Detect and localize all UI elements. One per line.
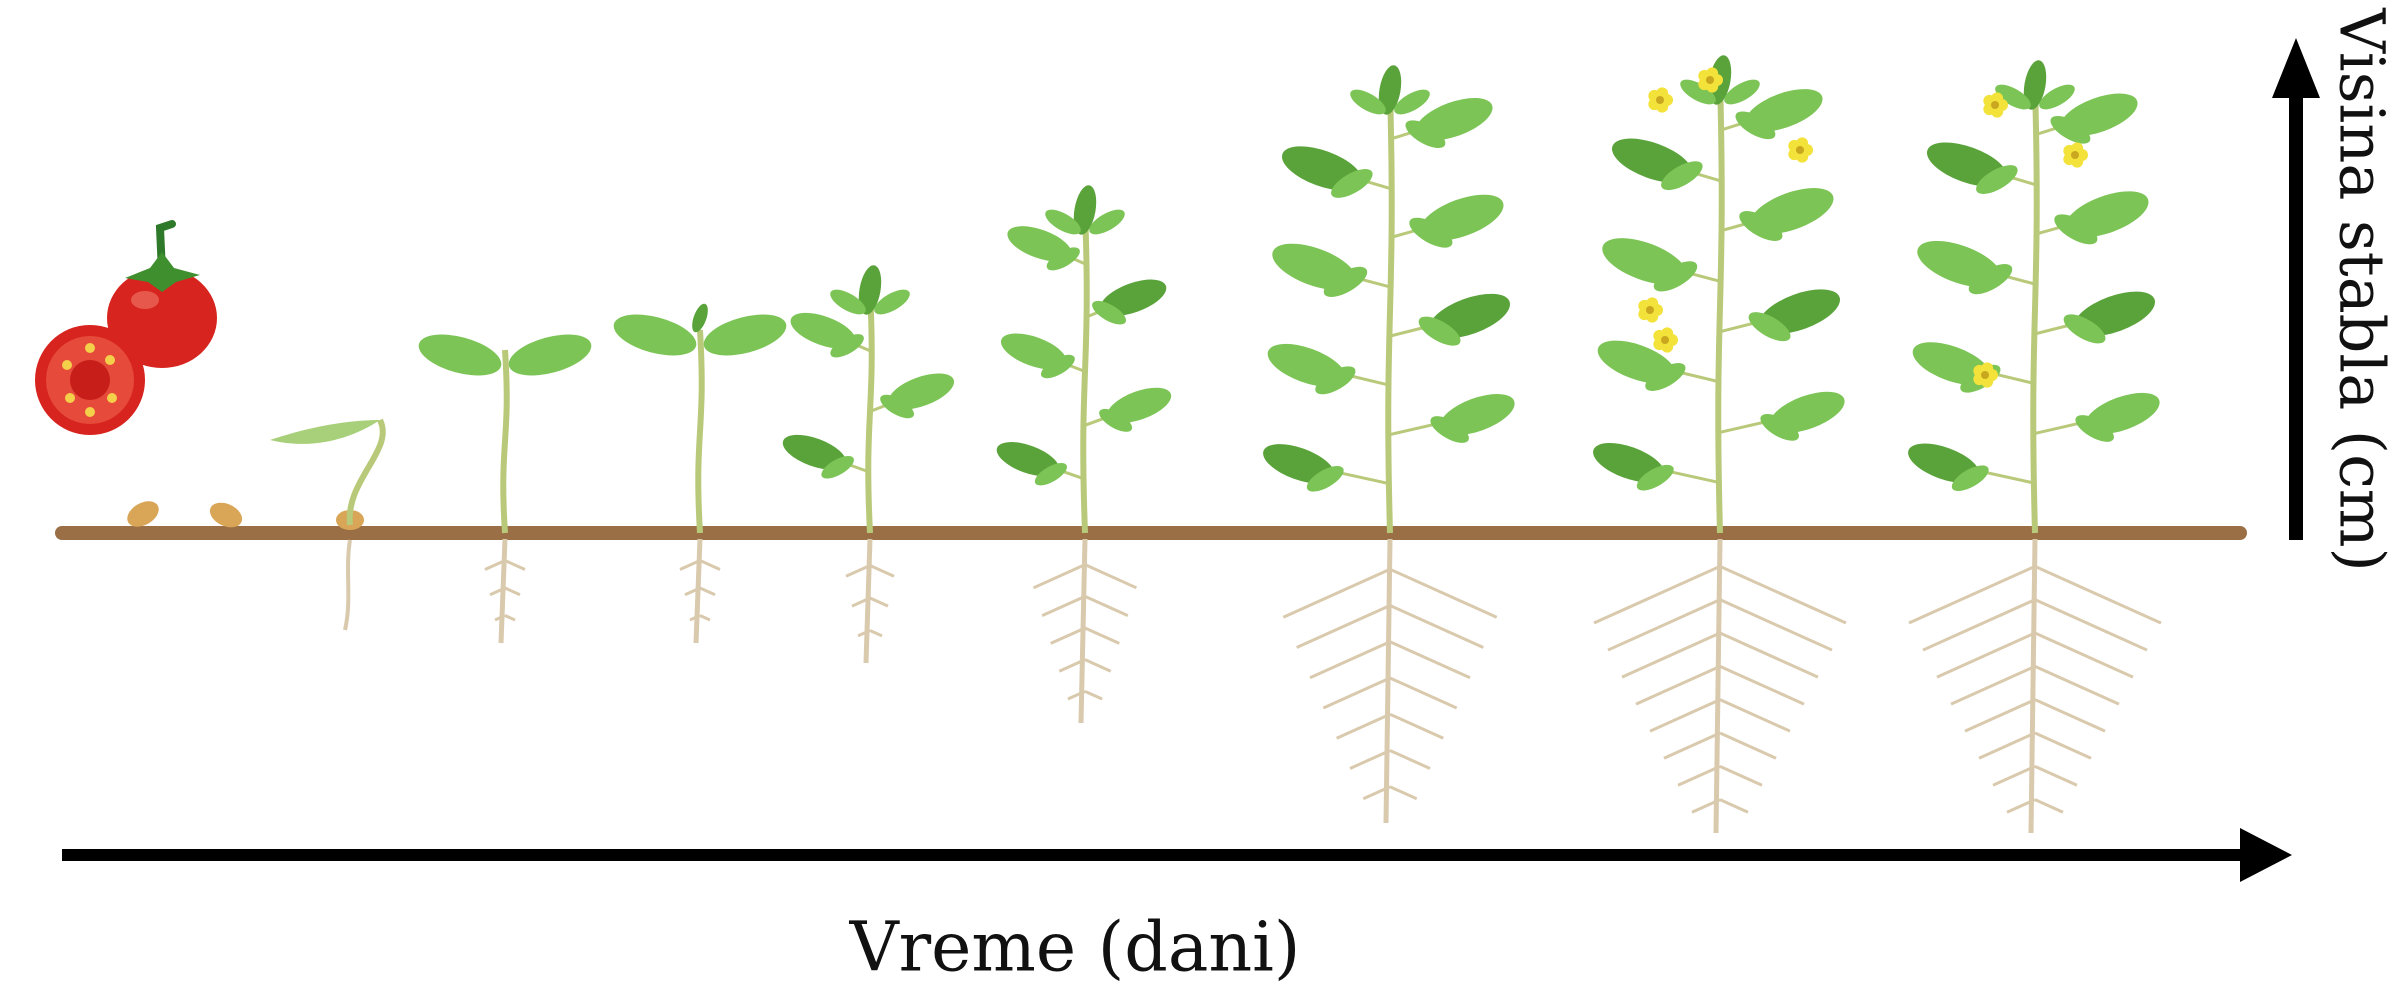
sprout-icon [270, 420, 383, 630]
flowering-plant-icon [1903, 59, 2165, 833]
tomato-fruit-icon [35, 224, 217, 435]
height-axis-arrow [2272, 38, 2320, 540]
flowering-plant-icon [1588, 54, 1850, 833]
seedling-icon [414, 327, 595, 643]
young-plant-icon [778, 264, 958, 663]
time-axis-label: Vreme (dani) [850, 909, 1301, 988]
plant-icon [992, 184, 1175, 723]
height-axis-label: Visina stabla (cm) [2326, 8, 2397, 572]
plants-layer [414, 54, 2165, 833]
seedling-icon [609, 302, 790, 643]
time-axis-arrow [62, 828, 2292, 882]
plant-icon [1258, 64, 1520, 823]
